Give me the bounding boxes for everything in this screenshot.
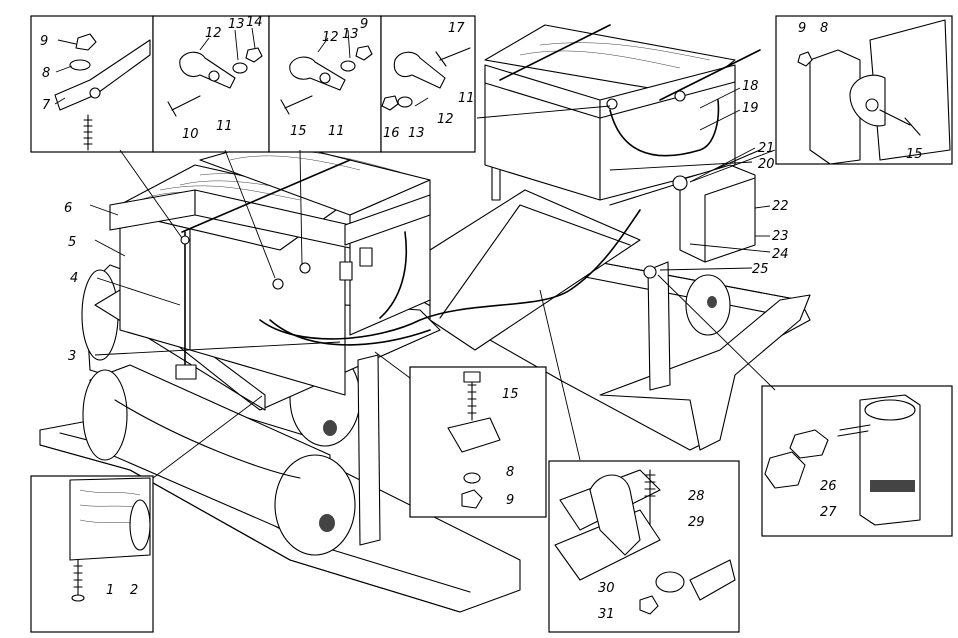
callout-12: 12 [205,26,222,41]
battery-middle [199,139,431,336]
callout-labels: 9 8 7 12 13 14 10 11 12 13 9 15 11 17 11… [40,15,923,622]
callout-4: 4 [70,271,78,286]
callout-6: 6 [64,201,72,216]
callout-13c: 13 [408,126,425,141]
callout-12b: 12 [322,30,339,45]
callout-3: 3 [68,349,76,364]
callout-11b: 11 [328,124,345,139]
detail-box-3 [268,15,382,153]
detail-box-4 [380,15,476,153]
leader-lines [89,87,776,479]
callout-9b: 9 [360,17,368,32]
detail-box-5 [775,15,953,165]
callout-10: 10 [182,127,199,142]
callout-13b: 13 [342,27,359,42]
callout-9: 9 [40,34,48,49]
callout-9d: 9 [506,493,514,508]
callout-21: 21 [758,141,775,156]
detail-box-8 [761,385,953,537]
callout-8c: 8 [506,465,514,480]
battery-left [109,164,351,396]
callout-17: 17 [448,21,465,36]
hold-down-straps [175,24,761,380]
callout-9c: 9 [798,21,806,36]
callout-8b: 8 [820,21,828,36]
callout-14: 14 [246,15,263,30]
detail-box-1 [30,15,154,153]
callout-19: 19 [742,101,759,116]
callout-15c: 15 [502,387,519,402]
ground-switch-box [643,164,756,336]
support-posts [357,79,671,546]
callout-15: 15 [290,124,307,139]
callout-30: 30 [598,581,615,596]
callout-5: 5 [68,235,76,250]
callout-15b: 15 [906,147,923,162]
main-assembly [39,24,811,613]
callout-29: 29 [688,515,705,530]
callout-31: 31 [598,607,615,622]
callout-8: 8 [42,66,50,81]
detail-box-2 [152,15,270,153]
callout-26: 26 [820,479,837,494]
callout-22: 22 [772,199,789,214]
callout-18: 18 [742,79,759,94]
detail-box-6 [409,366,547,518]
callout-11c: 11 [458,91,475,106]
callout-12c: 12 [437,112,454,127]
air-tank-lower [82,364,356,556]
callout-16: 16 [383,126,400,141]
detail-box-9 [30,475,154,633]
callout-7: 7 [42,98,51,113]
callout-27: 27 [820,505,837,520]
callout-28: 28 [688,489,705,504]
detail-box-7 [548,460,740,633]
callout-2: 2 [130,583,138,598]
callout-1: 1 [106,583,114,598]
callout-13: 13 [228,17,245,32]
callout-24: 24 [772,247,789,262]
battery-right [484,24,736,201]
cables [259,99,761,346]
callout-11: 11 [216,119,233,134]
callout-20: 20 [758,157,775,172]
callout-25: 25 [752,262,769,277]
callout-23: 23 [772,229,789,244]
